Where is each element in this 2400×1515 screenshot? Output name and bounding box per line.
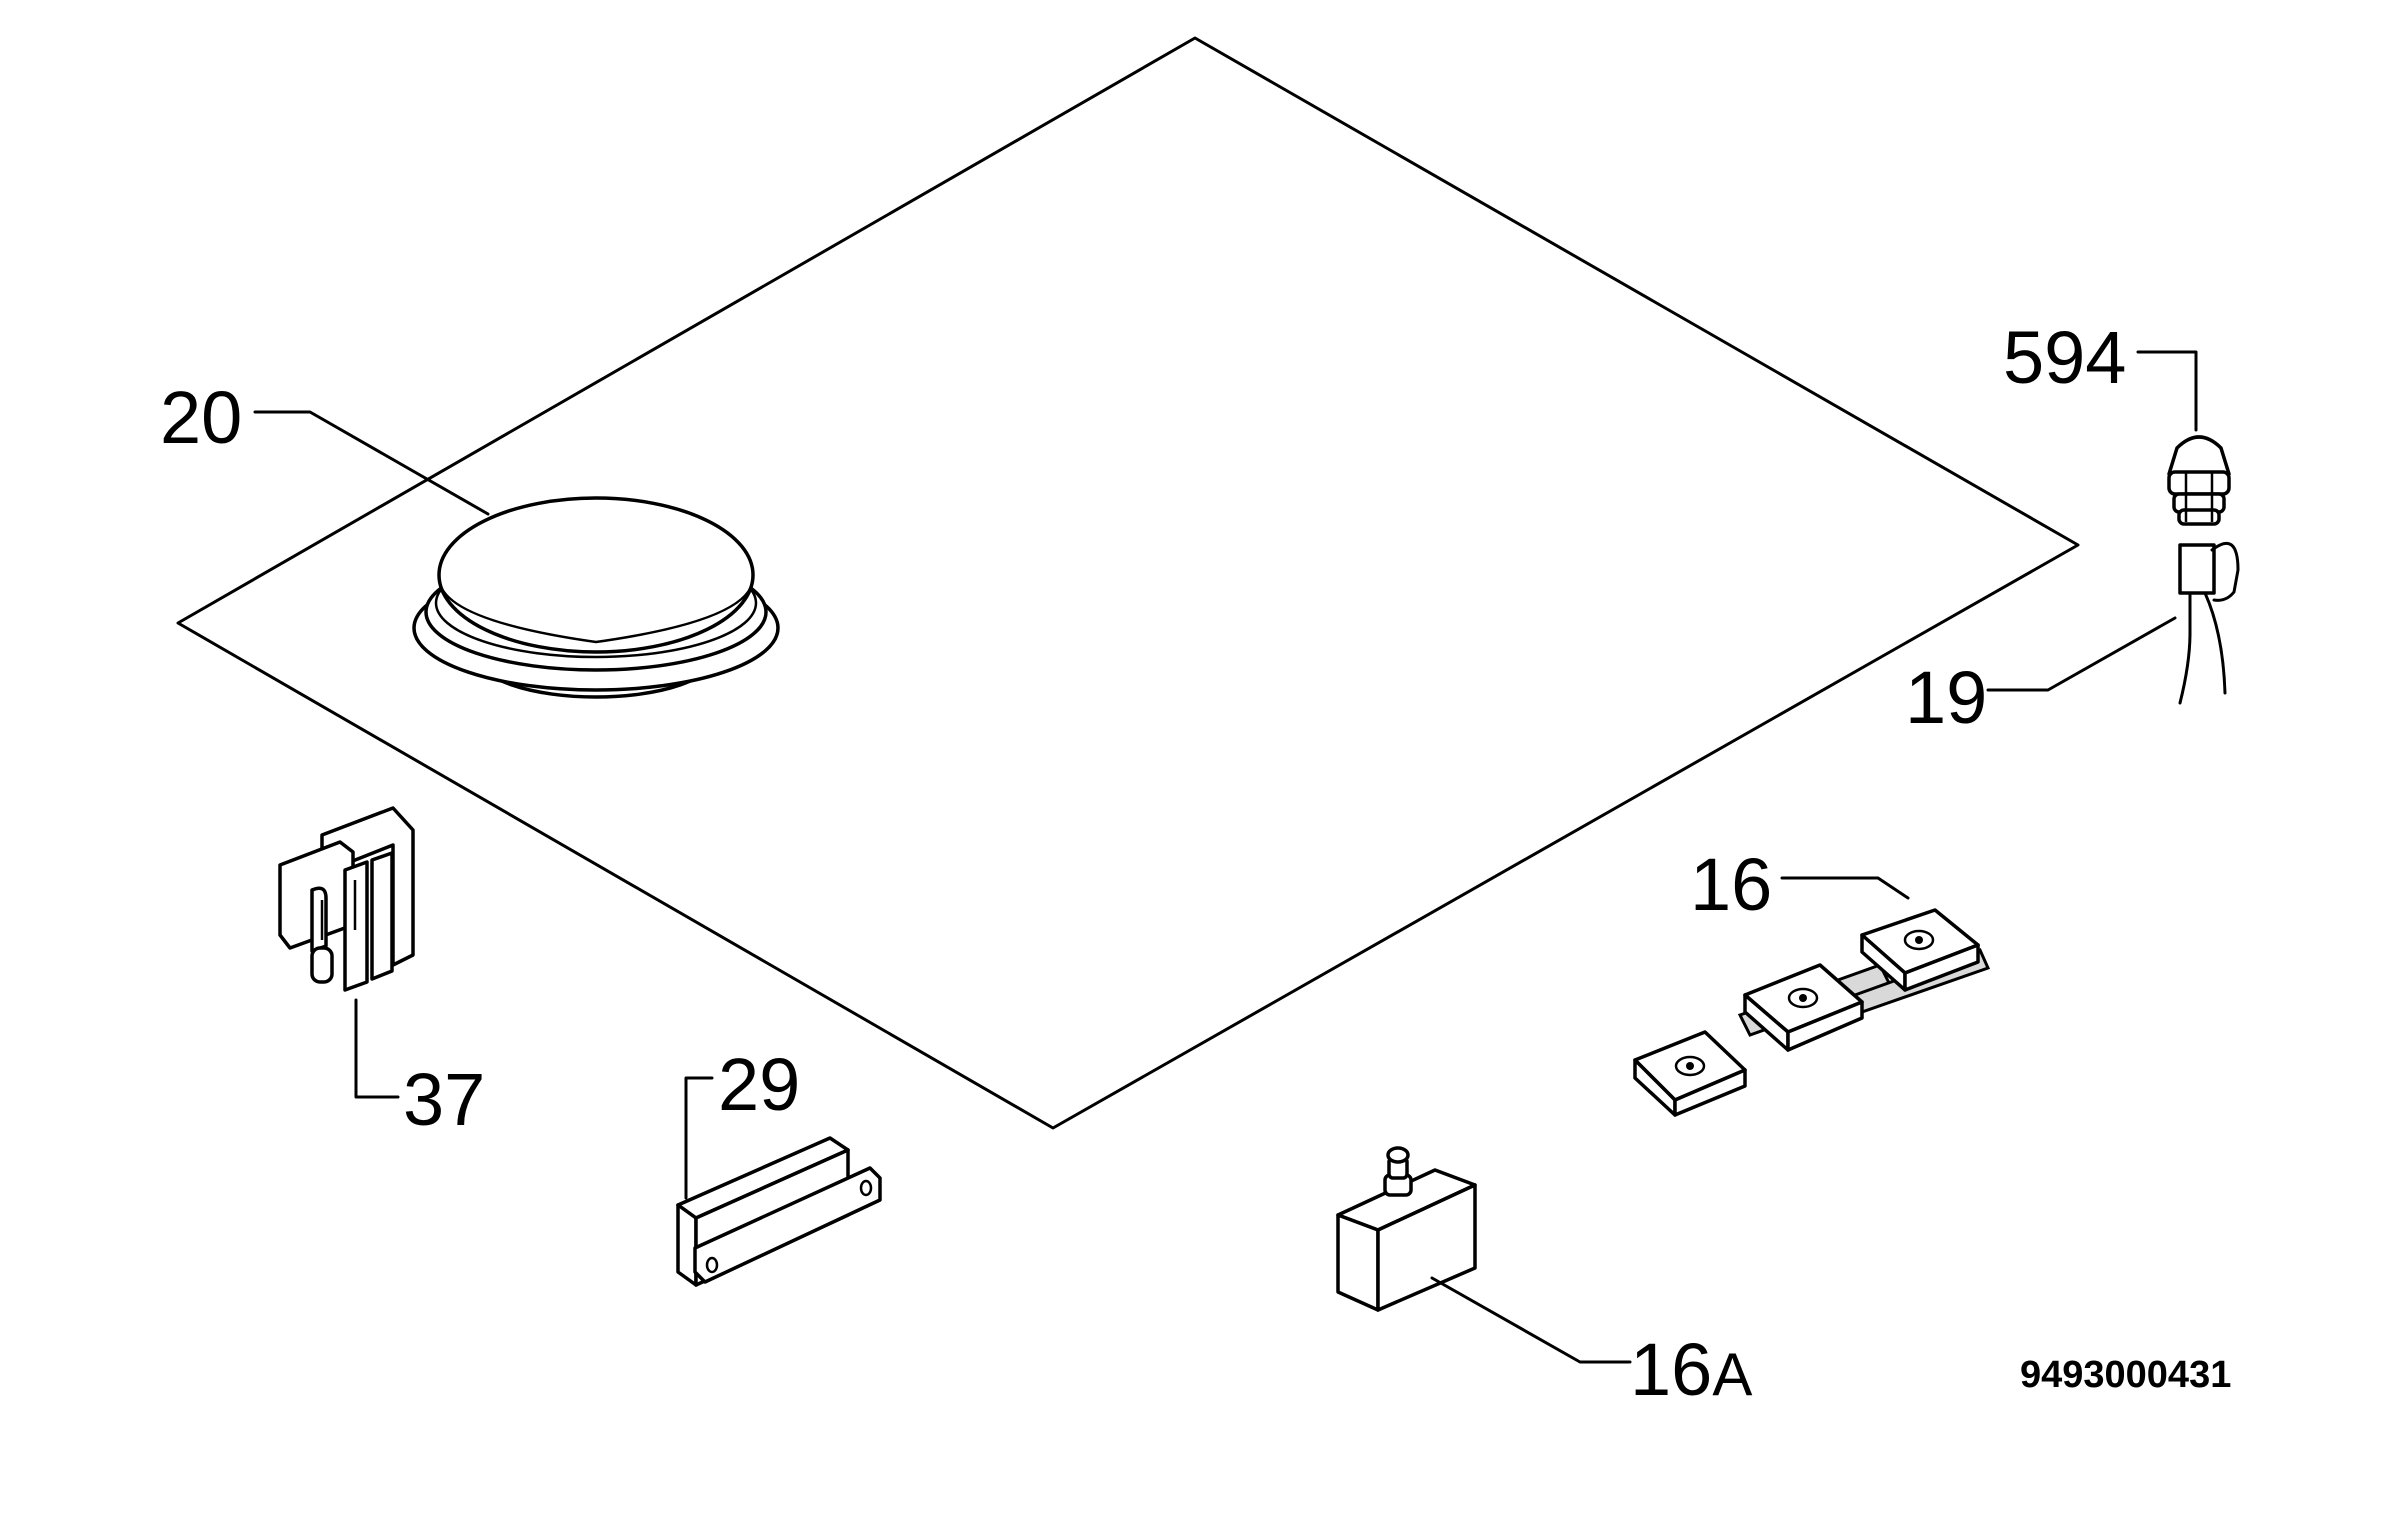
hob-plate	[176, 36, 2080, 1130]
label-16a-number: 16	[1630, 1328, 1712, 1411]
part-29-component	[676, 1136, 882, 1287]
label-16a-suffix: A	[1712, 1341, 1752, 1408]
leader-594	[2136, 350, 2198, 432]
leader-29	[684, 1076, 714, 1200]
part-16-terminal-block	[1633, 908, 1991, 1117]
leader-20	[253, 410, 490, 516]
label-19: 19	[1905, 656, 1987, 739]
part-20-hotplate	[412, 496, 780, 699]
label-594: 594	[2003, 316, 2126, 399]
part-16a-switch-box	[1336, 1146, 1477, 1312]
label-20: 20	[160, 376, 242, 459]
leader-19	[1986, 616, 2177, 692]
part-37-connector-clip	[278, 806, 415, 992]
label-37: 37	[403, 1058, 485, 1141]
leader-16a	[1430, 1276, 1632, 1364]
label-16a: 16A	[1630, 1328, 1752, 1411]
label-29: 29	[718, 1043, 800, 1126]
leader-16	[1780, 876, 1910, 900]
leader-37	[354, 998, 400, 1099]
label-16: 16	[1690, 843, 1772, 926]
part-594-nut	[2167, 435, 2231, 526]
part-19-clip	[2178, 541, 2240, 705]
document-code: 9493000431	[2020, 1354, 2231, 1396]
